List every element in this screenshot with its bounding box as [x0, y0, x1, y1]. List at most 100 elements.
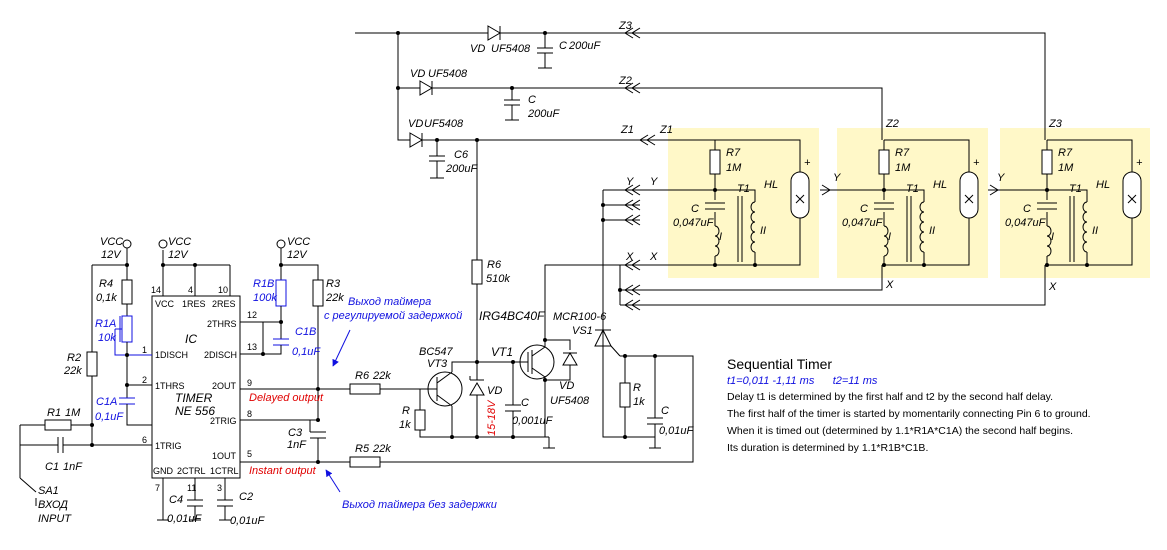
- cign-value-2: 0,047uF: [842, 217, 884, 229]
- pin-1ctrl: 1CTRL: [210, 466, 239, 476]
- timing-values: t1=0,011 -1,11 ms t2=11 ms: [727, 375, 877, 387]
- pin-2ctrl: 2CTRL: [177, 466, 206, 476]
- y-module-label-1: Y: [650, 176, 658, 188]
- v12-label-1: 12V: [101, 249, 122, 261]
- y-module-label-3: Y: [997, 172, 1005, 184]
- rvs-label: R: [633, 382, 641, 394]
- plus-3: +: [1136, 157, 1143, 169]
- pin-14: 14: [151, 285, 161, 295]
- vt3-label: VT3: [427, 358, 448, 370]
- x-module-label-2: X: [885, 279, 894, 291]
- uf-bot-label: UF5408: [424, 118, 464, 130]
- ic-type: TIMER: [175, 391, 213, 405]
- vhod-label: ВХОД: [38, 499, 68, 511]
- description-line-1: Delay t1 is determined by the first half…: [727, 391, 1054, 403]
- r3-label: R3: [326, 278, 341, 290]
- pin-11: 11: [187, 483, 196, 493]
- r7-label-1: R7: [726, 147, 741, 159]
- r6-label: R6: [487, 259, 502, 271]
- c4-value: 0,01uF: [167, 513, 203, 525]
- pin-vcc: VCC: [155, 299, 175, 309]
- wind-ii-2: II: [929, 225, 935, 237]
- ic-part: NE 556: [175, 404, 215, 418]
- wind-i-1: I: [719, 231, 722, 243]
- pin-7: 7: [155, 483, 160, 493]
- uf-igbt-label: UF5408: [550, 395, 590, 407]
- r1-value: 1M: [65, 407, 81, 419]
- instant-output-label: Instant output: [249, 465, 317, 477]
- module-circuit: [668, 139, 810, 267]
- r1a-value: 10k: [98, 332, 116, 344]
- cign-value-3: 0,047uF: [1005, 217, 1047, 229]
- pin-1: 1: [142, 345, 147, 355]
- pin-4: 4: [188, 285, 193, 295]
- hl-label-3: HL: [1096, 179, 1110, 191]
- x-module-label-3: X: [1048, 281, 1057, 293]
- vd-bot-label: VD: [408, 118, 423, 130]
- pin-12: 12: [247, 310, 257, 320]
- delayed-output-label: Delayed output: [249, 392, 324, 404]
- c1-value: 1nF: [63, 461, 83, 473]
- description-line-2: The first half of the timer is started b…: [727, 408, 1091, 420]
- r5-label: R5: [355, 443, 370, 455]
- r2-value: 22k: [63, 365, 82, 377]
- vs1-label: VS1: [572, 325, 593, 337]
- mcr-label: MCR100-6: [553, 311, 607, 323]
- ic-name: IC: [185, 332, 197, 346]
- r3-value: 22k: [325, 292, 344, 304]
- description-line-4: Its duration is determined by 1.1*R1B*C1…: [727, 442, 929, 454]
- r7-value-3: 1M: [1058, 162, 1074, 174]
- hl-label-2: HL: [933, 179, 947, 191]
- cign-label-3: C: [1023, 203, 1031, 215]
- r1-label: R1: [47, 407, 61, 419]
- c1a-value: 0,1uF: [95, 411, 124, 423]
- z2-module-label: Z2: [885, 118, 899, 130]
- r6a-label: R6: [355, 370, 370, 382]
- r6a-value: 22k: [372, 370, 391, 382]
- driver-stage: [414, 140, 663, 449]
- c1b-label: C1B: [295, 326, 316, 338]
- uf-mid-label: UF5408: [428, 68, 468, 80]
- y-module-label-2: Y: [833, 172, 841, 184]
- r1a-label: R1A: [95, 318, 116, 330]
- pin-gnd: GND: [153, 466, 174, 476]
- c1b-value: 0,1uF: [292, 346, 321, 358]
- instant-output-arrow: [325, 469, 341, 493]
- timer-ic: [151, 295, 241, 479]
- pin-6: 6: [142, 435, 147, 445]
- plus-2: +: [973, 157, 980, 169]
- uf-top-label: UF5408: [491, 43, 531, 55]
- rbase-label: R: [402, 405, 410, 417]
- v12-label-2: 12V: [168, 249, 189, 261]
- pin-3: 3: [217, 483, 222, 493]
- x-conn-label: X: [625, 251, 634, 263]
- r7-value-2: 1M: [895, 162, 911, 174]
- t1-label-3: T1: [1069, 183, 1082, 195]
- c4-label: C4: [169, 494, 183, 506]
- c-mid-value: 200uF: [527, 108, 560, 120]
- r5-value: 22k: [372, 443, 391, 455]
- cvs-label: C: [661, 405, 669, 417]
- pin-1disch: 1DISCH: [155, 350, 188, 360]
- pin-2thrs: 2THRS: [207, 319, 237, 329]
- r7-value-1: 1M: [726, 162, 742, 174]
- pin-13: 13: [247, 342, 257, 352]
- cign-label-2: C: [860, 203, 868, 215]
- r2-label: R2: [67, 352, 81, 364]
- rbase-value: 1k: [399, 419, 411, 431]
- pin-1out: 1OUT: [212, 451, 237, 461]
- yx-distribution: [602, 184, 1046, 437]
- pin-2disch: 2DISCH: [204, 350, 237, 360]
- vcc-label-3: VCC: [287, 236, 310, 248]
- wind-i-2: I: [888, 231, 891, 243]
- pin-8: 8: [247, 409, 252, 419]
- z1-module-label: Z1: [659, 124, 673, 136]
- r7-label-3: R7: [1058, 147, 1073, 159]
- pin-2out: 2OUT: [212, 381, 237, 391]
- pin-5: 5: [247, 449, 252, 459]
- r6-value: 510k: [486, 273, 510, 285]
- r4-value: 0,1k: [96, 292, 117, 304]
- instant-output-ru: Выход таймера без задержки: [342, 499, 497, 511]
- r1b-label: R1B: [253, 278, 274, 290]
